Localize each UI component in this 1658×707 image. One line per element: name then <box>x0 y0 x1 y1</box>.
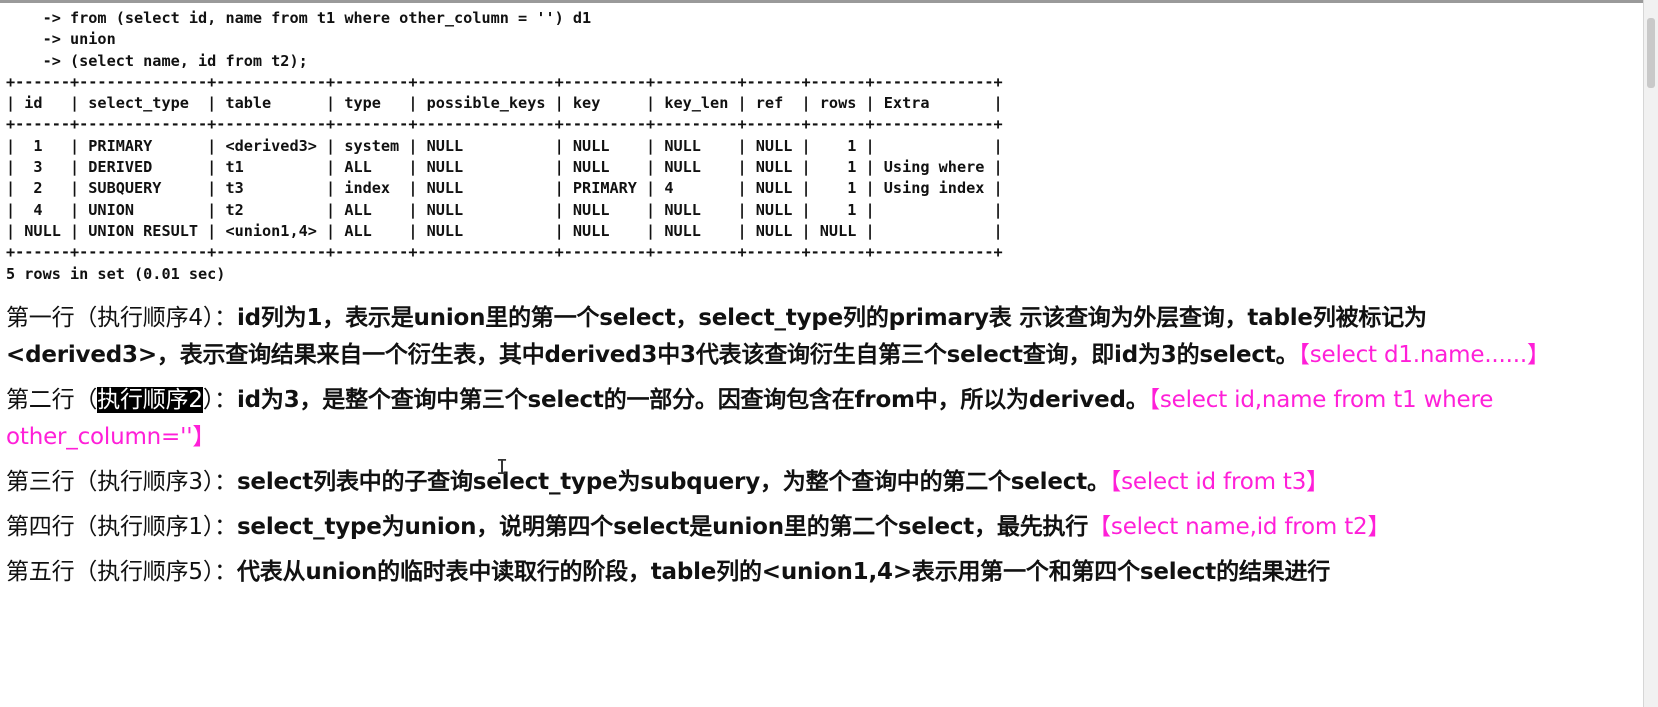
row-4-reference: 【select name,id from t2】 <box>1088 514 1391 540</box>
row-1-reference: 【select d1.name......】 <box>1298 342 1550 368</box>
row-1-prefix: 第一行（执行顺序4）： <box>6 305 237 331</box>
explanation-row-1: 第一行（执行顺序4）：id列为1，表示是union里的第一个select，sel… <box>6 300 1566 374</box>
table-row: | 4 | UNION | t2 | ALL | NULL | NULL | N… <box>6 200 1003 219</box>
text-selection-highlight[interactable]: 执行顺序2 <box>97 387 203 413</box>
row-2-reference: 【select id,name from t1 where other_colu… <box>6 387 1494 450</box>
table-border: +------+--------------+------------+----… <box>6 72 1003 91</box>
table-row: | NULL | UNION RESULT | <union1,4> | ALL… <box>6 221 1003 240</box>
table-row: | 2 | SUBQUERY | t3 | index | NULL | PRI… <box>6 179 1003 198</box>
mysql-console-output: -> from (select id, name from t1 where o… <box>6 8 1003 285</box>
table-header: | id | select_type | table | type | poss… <box>6 94 1003 113</box>
row-4-prefix: 第四行（执行顺序1）： <box>6 514 237 540</box>
row-3-reference: 【select id from t3】 <box>1109 469 1329 495</box>
row-3-body: select列表中的子查询select_type为subquery，为整个查询中… <box>236 469 1110 495</box>
query-line: -> union <box>6 30 116 49</box>
table-row: | 1 | PRIMARY | <derived3> | system | NU… <box>6 136 1003 155</box>
row-5-body: 代表从union的临时表中读取行的阶段，table列的<union1,4>表示用… <box>236 559 1331 585</box>
table-border: +------+--------------+------------+----… <box>6 115 1003 134</box>
row-5-prefix: 第五行（执行顺序5）： <box>6 559 237 585</box>
explanation-row-4: 第四行（执行顺序1）：select_type为union，说明第四个select… <box>6 509 1566 546</box>
table-border: +------+--------------+------------+----… <box>6 243 1003 262</box>
row-4-body: select_type为union，说明第四个select是union里的第二个… <box>236 514 1089 540</box>
explanation-row-3: 第三行（执行顺序3）：select列表中的子查询select_type为subq… <box>6 464 1566 501</box>
top-border <box>0 0 1658 3</box>
vertical-scrollbar[interactable] <box>1643 0 1658 707</box>
scrollbar-thumb[interactable] <box>1647 18 1655 88</box>
row-2-prefix-end: ）： <box>202 387 237 413</box>
result-summary: 5 rows in set (0.01 sec) <box>6 264 226 283</box>
explanation-section: 第一行（执行顺序4）：id列为1，表示是union里的第一个select，sel… <box>6 300 1566 599</box>
query-line: -> (select name, id from t2); <box>6 51 308 70</box>
row-3-prefix: 第三行（执行顺序3）： <box>6 469 237 495</box>
text-cursor-icon: I <box>496 455 509 479</box>
explanation-row-5: 第五行（执行顺序5）：代表从union的临时表中读取行的阶段，table列的<u… <box>6 554 1566 591</box>
query-line: -> from (select id, name from t1 where o… <box>6 9 592 27</box>
explanation-row-2: 第二行（执行顺序2）：id为3，是整个查询中第三个select的一部分。因查询包… <box>6 382 1566 456</box>
row-2-prefix-start: 第二行（ <box>6 387 98 413</box>
table-row: | 3 | DERIVED | t1 | ALL | NULL | NULL |… <box>6 158 1003 177</box>
row-2-body: id为3，是整个查询中第三个select的一部分。因查询包含在from中，所以为… <box>236 387 1149 413</box>
row-1-body: id列为1，表示是union里的第一个select，select_type列的p… <box>6 305 1427 368</box>
